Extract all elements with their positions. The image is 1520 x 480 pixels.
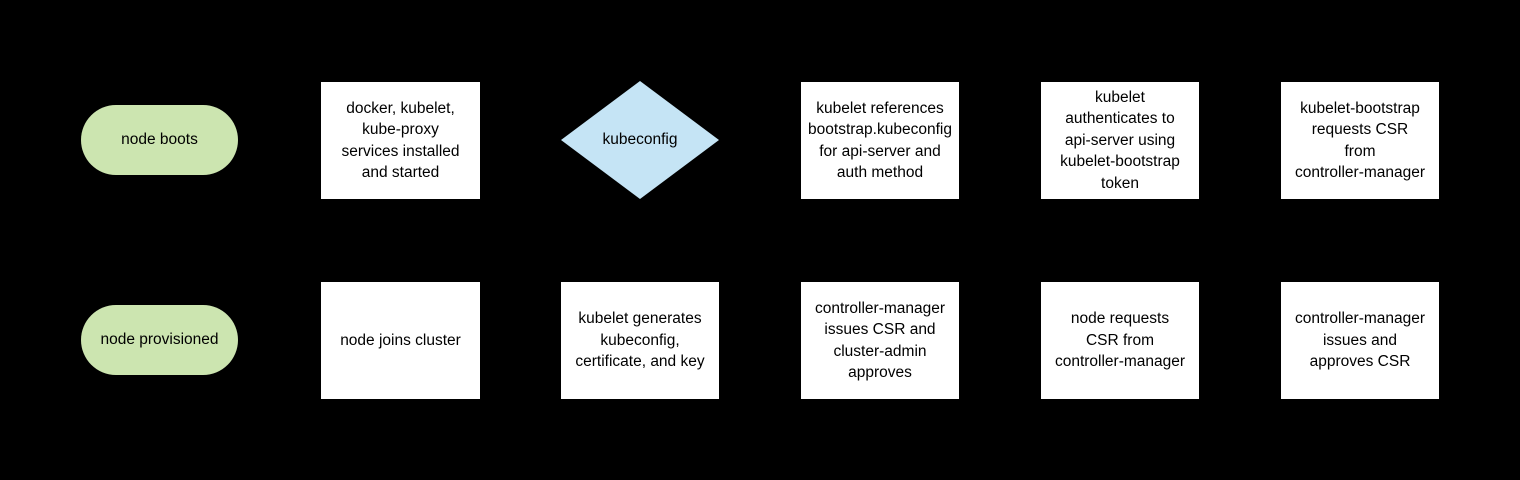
flowchart-process-cm-issues-approves[interactable]: controller-manager issues and approves C… bbox=[1281, 282, 1439, 399]
node-text: node requests CSR from controller-manage… bbox=[1054, 310, 1186, 371]
flowchart-process-node-joins-cluster[interactable]: node joins cluster bbox=[321, 282, 480, 399]
flowchart-process-bootstrap-requests-csr[interactable]: kubelet-bootstrap requests CSR from cont… bbox=[1281, 82, 1439, 199]
node-text: node provisioned bbox=[100, 331, 219, 349]
node-text: kubelet authenticates to api-server usin… bbox=[1060, 88, 1180, 192]
node-text: kubeconfig bbox=[602, 131, 678, 149]
flowchart-terminator-node-boots[interactable]: node boots bbox=[81, 105, 238, 175]
node-text: kubelet-bootstrap requests CSR from cont… bbox=[1294, 99, 1426, 182]
flowchart-decision-kubeconfig-decision[interactable]: kubeconfig bbox=[561, 81, 719, 199]
node-text: kubelet generates kubeconfig, certificat… bbox=[575, 310, 705, 371]
flowchart-terminator-node-provisioned[interactable]: node provisioned bbox=[81, 305, 238, 375]
flowchart-process-kubelet-authenticates[interactable]: kubelet authenticates to api-server usin… bbox=[1041, 82, 1199, 199]
node-text: kubelet references bootstrap.kubeconfig … bbox=[808, 99, 952, 182]
node-text: controller-manager issues CSR and cluste… bbox=[814, 299, 946, 382]
flowchart-process-kubelet-references-bootstrap[interactable]: kubelet references bootstrap.kubeconfig … bbox=[801, 82, 959, 199]
node-text: docker, kubelet, kube-proxy services ins… bbox=[341, 99, 460, 182]
flowchart-process-kubelet-generates[interactable]: kubelet generates kubeconfig, certificat… bbox=[561, 282, 719, 399]
flowchart-process-services-installed[interactable]: docker, kubelet, kube-proxy services ins… bbox=[321, 82, 480, 199]
node-text: node joins cluster bbox=[340, 331, 461, 349]
flowchart-process-cm-issues-csr[interactable]: controller-manager issues CSR and cluste… bbox=[801, 282, 959, 399]
flowchart-process-node-requests-csr[interactable]: node requests CSR from controller-manage… bbox=[1041, 282, 1199, 399]
flowchart-node-label: kubeconfig bbox=[561, 81, 719, 199]
diamond-icon bbox=[561, 81, 719, 199]
node-text: controller-manager issues and approves C… bbox=[1294, 310, 1426, 371]
node-text: node boots bbox=[121, 131, 198, 149]
